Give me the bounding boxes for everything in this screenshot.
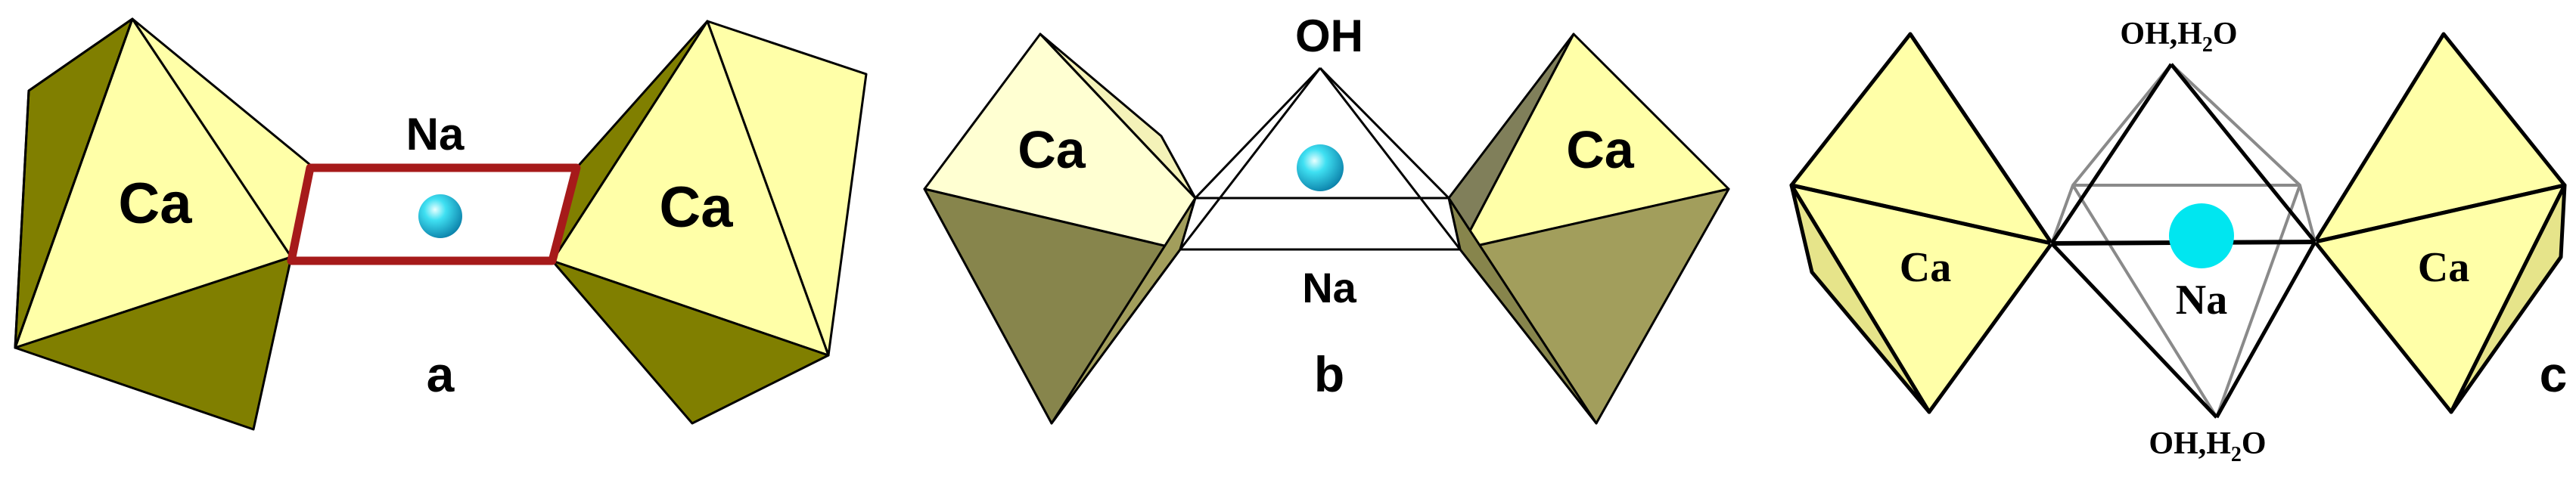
panel-c-left-ca-octahedron [1789,32,2054,414]
panel-c-na-atom [2169,203,2234,268]
panel-b-na-label: Na [1302,264,1356,311]
panel-b-left-ca-polyhedron [923,33,1197,425]
panel-b [923,33,1730,425]
panel-b-na-pyramid [1179,67,1462,251]
panel-c-left-ca-label: Ca [1900,244,1951,291]
panel-a-left-ca-label: Ca [118,172,192,236]
panel-c-bottom-oh-h2o-label: OH,H2O [2149,426,2266,466]
panel-c-right-ca-label: Ca [2418,244,2469,291]
panel-c-label: c [2540,346,2568,402]
panel-c-top-oh-h2o-label: OH,H2O [2120,17,2237,57]
panel-a-na-atom [418,194,462,238]
panel-a-na-label: Na [406,109,465,160]
panel-a-right-ca-polyhedron [551,20,868,425]
panel-b-left-ca-label: Ca [1018,120,1086,179]
panel-b-label: b [1314,346,1344,402]
panel-a-label: a [427,346,455,402]
panel-b-oh-label: OH [1295,11,1363,61]
panel-b-na-atom [1297,144,1344,191]
panel-b-right-ca-polyhedron [1447,33,1730,425]
panel-b-right-ca-label: Ca [1566,120,1635,179]
panel-c-na-label: Na [2176,277,2227,324]
panel-a [14,17,868,431]
panel-c-right-ca-octahedron [2313,32,2567,414]
panel-a-right-ca-label: Ca [659,175,733,240]
panel-a-left-ca-polyhedron [14,17,312,431]
panel-c [1789,32,2567,419]
